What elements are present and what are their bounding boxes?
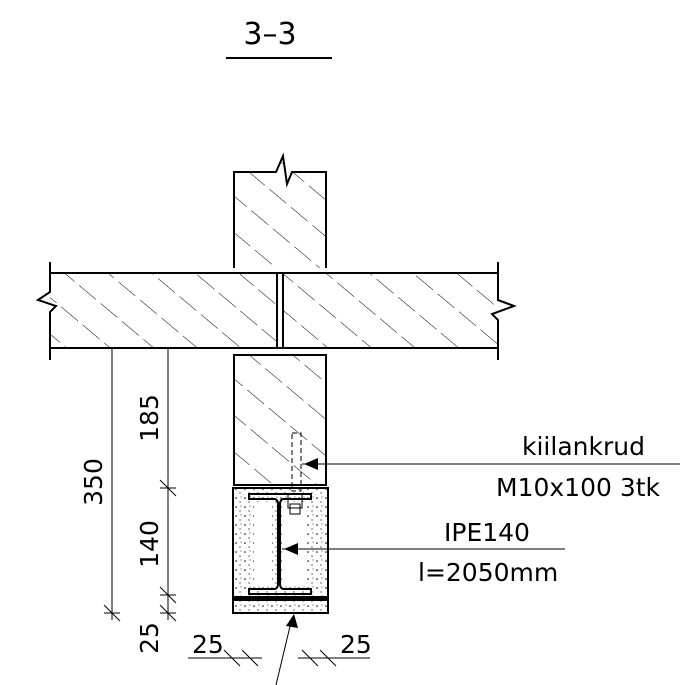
lower-wall-block bbox=[233, 354, 327, 492]
dim-upper-height: 185 bbox=[135, 394, 164, 442]
beam-leader-arrow bbox=[284, 543, 298, 555]
dim-left-cover: 25 bbox=[192, 630, 224, 659]
beam-encasement bbox=[232, 487, 329, 614]
anchor-spec-label: M10x100 3tk bbox=[496, 473, 661, 502]
beam-length-label: l=2050mm bbox=[418, 558, 558, 587]
anchor-leader-arrow bbox=[304, 458, 318, 470]
left-break-icon bbox=[35, 262, 58, 360]
anchor-bolt bbox=[291, 432, 302, 492]
right-break-icon bbox=[490, 262, 517, 360]
section-title: 3–3 bbox=[243, 17, 296, 52]
upper-wall-block bbox=[233, 152, 327, 268]
dimension-lines bbox=[100, 347, 370, 667]
dim-beam-height: 140 bbox=[135, 520, 164, 568]
floor-slab bbox=[35, 262, 517, 360]
dim-right-cover: 25 bbox=[340, 630, 372, 659]
dim-bottom-cover: 25 bbox=[135, 622, 164, 654]
beam-name-label: IPE140 bbox=[444, 518, 530, 547]
concrete-leader bbox=[275, 617, 293, 685]
anchor-name-label: kiilankrud bbox=[522, 432, 645, 461]
ipe-beam bbox=[248, 493, 312, 595]
dim-total-height: 350 bbox=[79, 458, 108, 506]
